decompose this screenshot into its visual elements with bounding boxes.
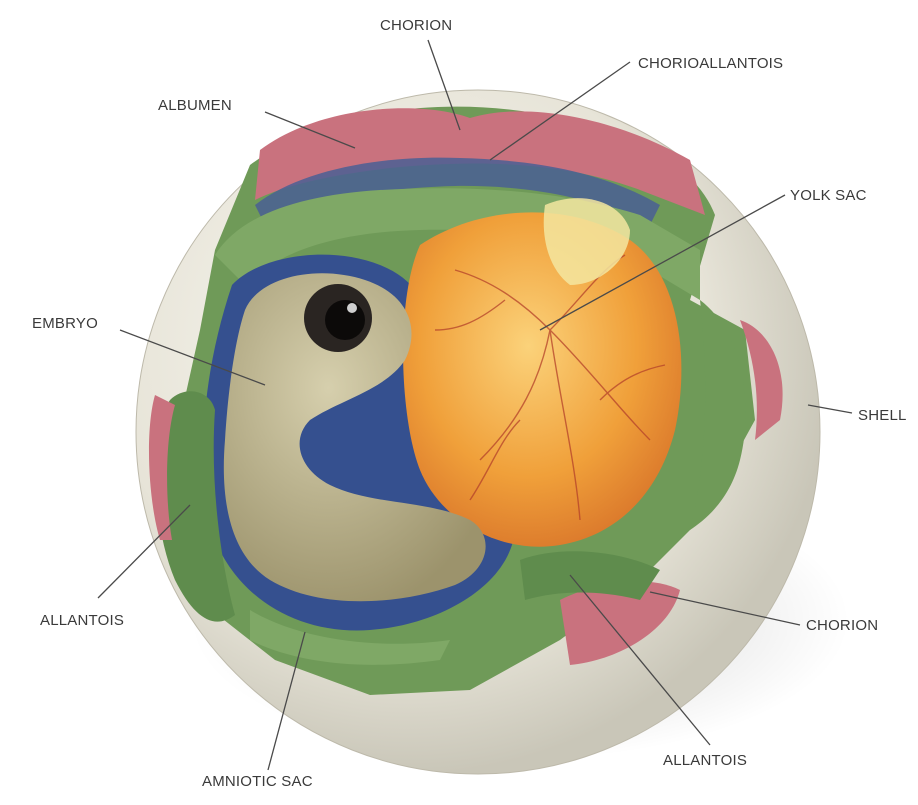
label-chorioallantois: CHORIOALLANTOIS xyxy=(638,55,783,72)
label-chorion-top: CHORION xyxy=(380,17,452,34)
label-albumen: ALBUMEN xyxy=(158,97,232,114)
embryo-pupil xyxy=(325,300,365,340)
embryo-eye-glint xyxy=(347,303,357,313)
label-chorion-right: CHORION xyxy=(806,617,878,634)
label-embryo: EMBRYO xyxy=(32,315,98,332)
label-allantois-bottom: ALLANTOIS xyxy=(663,752,747,769)
label-amniotic-sac: AMNIOTIC SAC xyxy=(202,773,313,790)
yolk-sac xyxy=(403,212,681,546)
label-allantois-left: ALLANTOIS xyxy=(40,612,124,629)
label-shell: SHELL xyxy=(858,407,907,424)
label-yolk-sac: YOLK SAC xyxy=(790,187,867,204)
